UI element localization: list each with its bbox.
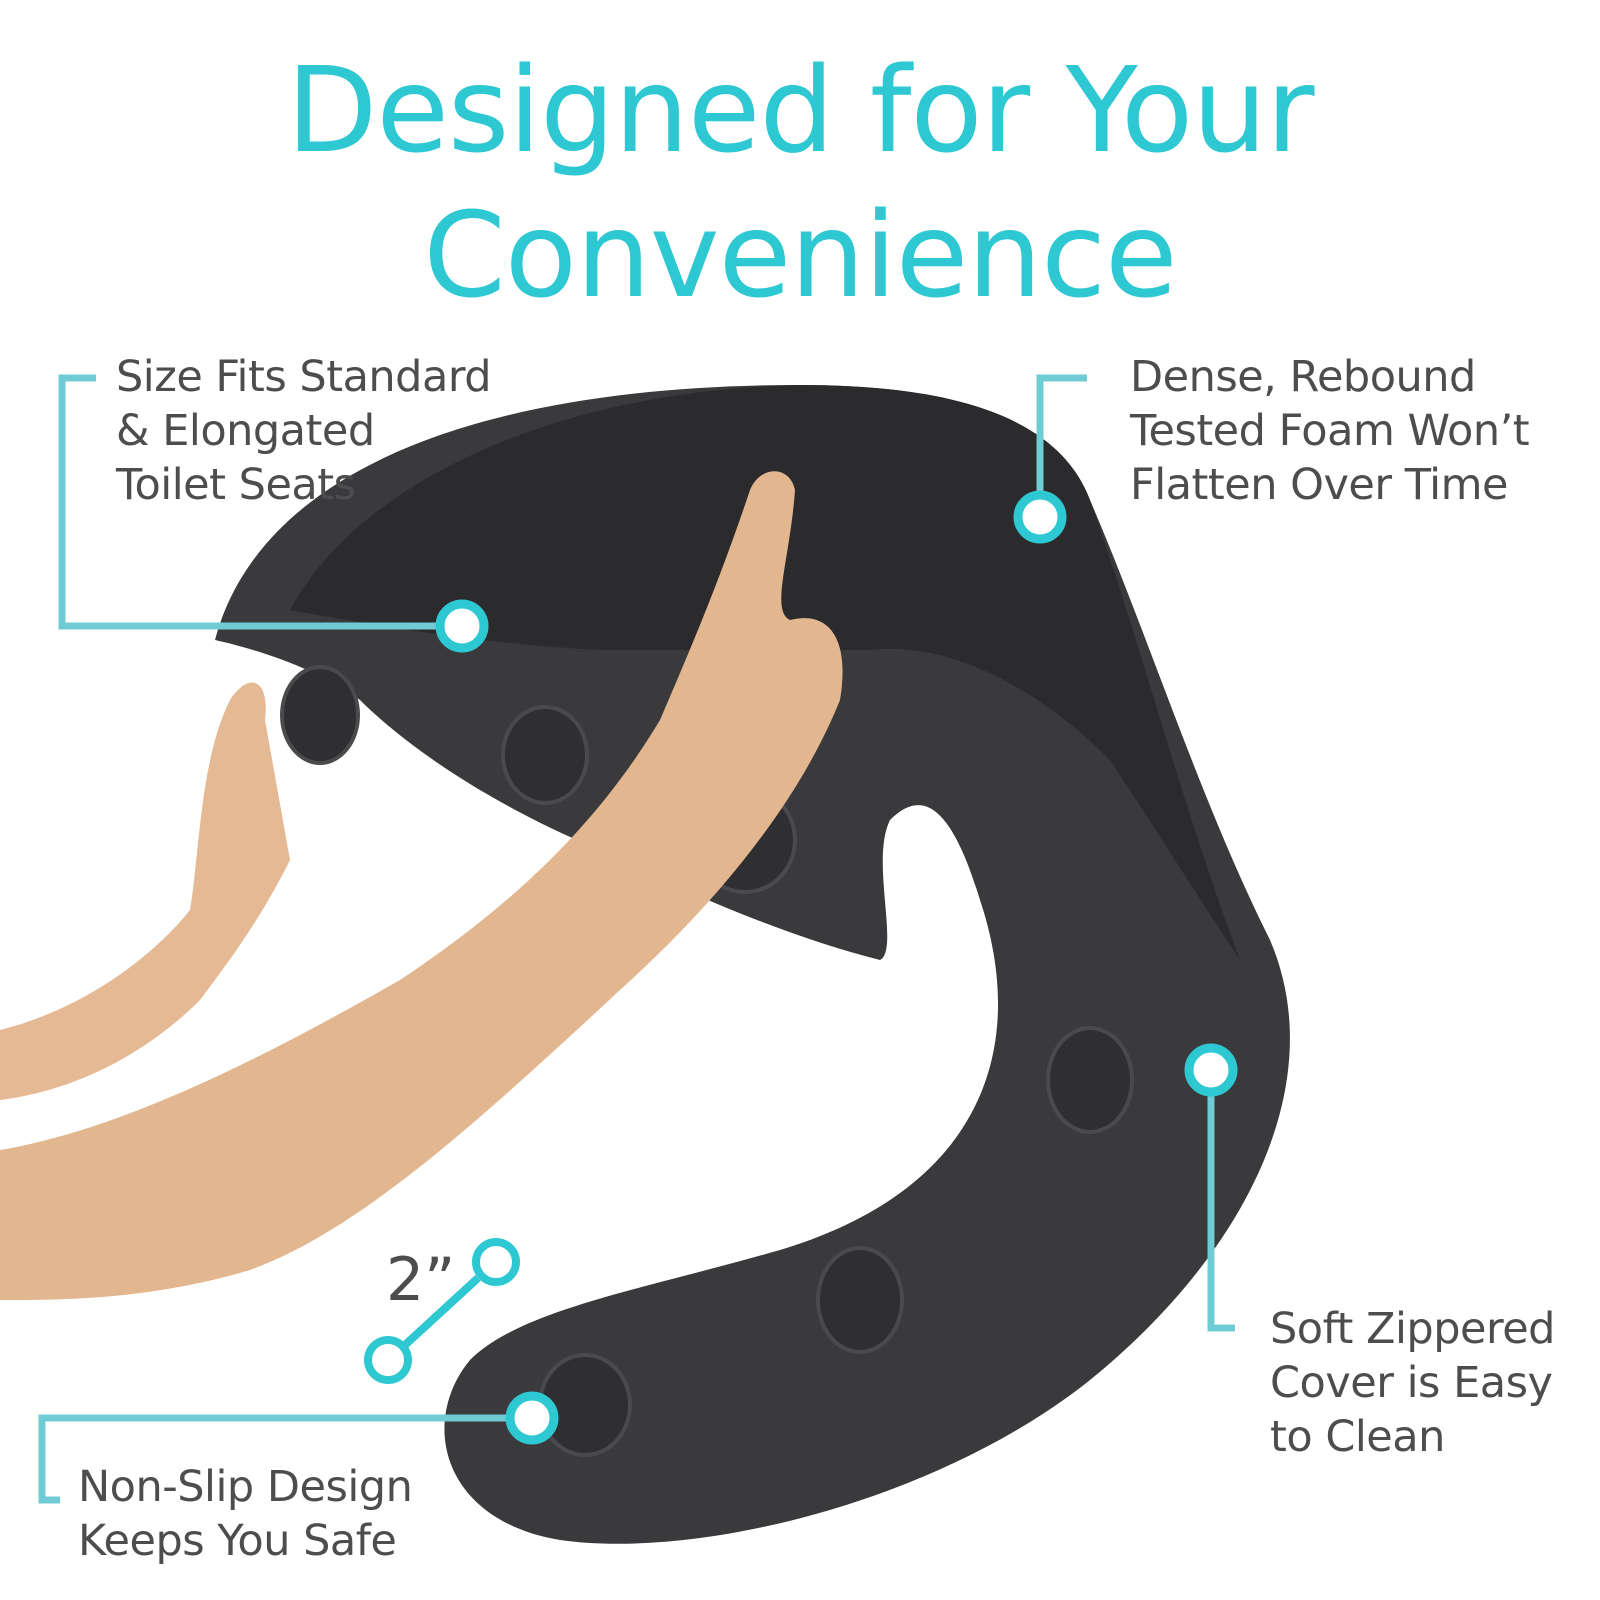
leader-foam [1036, 374, 1087, 500]
dimension-label: 2” [386, 1245, 456, 1315]
callout-line: to Clean [1270, 1412, 1445, 1462]
callout-line: Flatten Over Time [1130, 460, 1508, 510]
callout-dot-nonslip [505, 1391, 559, 1445]
left-arm [0, 682, 290, 1100]
callout-dot-cover [1184, 1043, 1238, 1097]
callout-line: Toilet Seats [116, 460, 356, 510]
leader-cover [1207, 1075, 1235, 1332]
callout-line: Tested Foam Won’t [1130, 406, 1530, 456]
callout-line: Soft Zippered [1270, 1304, 1555, 1354]
callout-line: Size Fits Standard [116, 352, 492, 402]
suction-cup-icon [1046, 1026, 1134, 1134]
suction-cup-icon [816, 1246, 904, 1354]
callout-non-slip: Non-Slip Design Keeps You Safe [78, 1460, 413, 1568]
suction-cup-icon [280, 665, 360, 765]
callout-line: Dense, Rebound [1130, 352, 1476, 402]
callout-size-fits: Size Fits Standard & Elongated Toilet Se… [116, 350, 492, 512]
leader-size [58, 374, 440, 630]
cushion-cover-flap [290, 385, 1240, 960]
callout-dot-foam [1013, 490, 1067, 544]
callout-dot-size [435, 599, 489, 653]
callout-line: Cover is Easy [1270, 1358, 1553, 1408]
page-title-line-2: Convenience [423, 186, 1177, 324]
callout-line: Non-Slip Design [78, 1462, 413, 1512]
callout-line: Keeps You Safe [78, 1516, 397, 1566]
callout-zippered-cover: Soft Zippered Cover is Easy to Clean [1270, 1302, 1555, 1464]
callout-dense-foam: Dense, Rebound Tested Foam Won’t Flatten… [1130, 350, 1530, 512]
callout-line: & Elongated [116, 406, 375, 456]
leader-lines [38, 374, 1235, 1504]
leader-nonslip [38, 1414, 520, 1504]
page-title-line-1: Designed for Your [286, 41, 1314, 179]
suction-cup-icon [501, 705, 589, 805]
right-arm [0, 471, 843, 1300]
dimension-marker [364, 1238, 520, 1384]
